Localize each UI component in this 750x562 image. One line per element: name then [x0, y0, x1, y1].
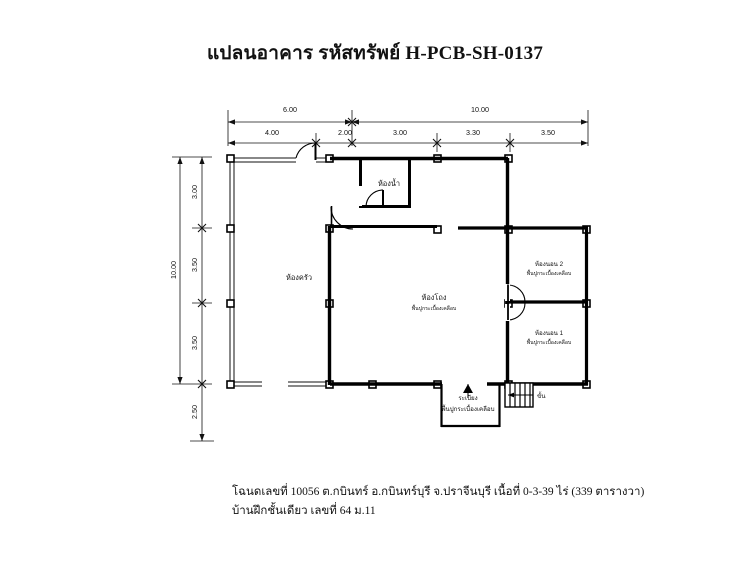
- kitchen-open-walls: [229, 157, 330, 387]
- room-sub-terrace: พื้นปูกระเบื้องเคลือบ: [441, 404, 494, 413]
- page-title: แปลนอาคาร รหัสทรัพย์ H-PCB-SH-0137: [0, 38, 750, 68]
- terrace-outline: [440, 384, 501, 428]
- dim-top-lower-1: 2.00: [338, 128, 352, 137]
- dim-left-inner-2: 3.50: [190, 336, 199, 350]
- door-hall-kitchen: [330, 206, 354, 230]
- dim-top-lower-2: 3.00: [393, 128, 407, 137]
- room-label-terrace: ระเบียง: [458, 394, 477, 402]
- caption-line-1: โฉนดเลขที่ 10056 ต.กบินทร์ อ.กบินทร์บุรี…: [232, 486, 645, 498]
- room-label-bedroom-1: ห้องนอน 1: [535, 329, 564, 337]
- dim-left-outer-0: 10.00: [169, 261, 178, 279]
- dim-left-inner-3: 2.50: [190, 405, 199, 419]
- door-kitchen-front: [295, 142, 317, 160]
- room-labels: ห้องครัว ห้องน้ำ ห้องโถง พื้นปูกระเบื้อง…: [286, 178, 571, 413]
- room-label-bathroom: ห้องน้ำ: [378, 178, 400, 188]
- dim-left-inner-1: 3.50: [190, 258, 199, 272]
- room-label-kitchen: ห้องครัว: [286, 273, 312, 282]
- top-dimension-chain: 6.00 10.00 4.00 2.00 3.00 3.30 3.50: [227, 105, 589, 152]
- room-sub-bedroom-1: พื้นปูกระเบื้องเคลือบ: [527, 338, 572, 346]
- room-label-hall: ห้องโถง: [422, 293, 447, 302]
- main-walls: [327, 156, 589, 386]
- dim-top-lower-4: 3.50: [541, 128, 555, 137]
- doors: [295, 142, 526, 321]
- left-dimension-chain: 10.00 3.00 3.50 3.50 2.50: [169, 156, 214, 442]
- door-bedroom-2: [507, 284, 526, 303]
- page-title-text: แปลนอาคาร รหัสทรัพย์ H-PCB-SH-0137: [206, 43, 544, 64]
- stair-label: ขั้น: [537, 391, 546, 400]
- room-sub-hall: พื้นปูกระเบื้องเคลือบ: [412, 304, 457, 312]
- dim-top-upper-0: 6.00: [283, 105, 297, 114]
- room-label-bedroom-2: ห้องนอน 2: [535, 260, 564, 268]
- dim-top-upper-1: 10.00: [471, 105, 489, 114]
- dim-left-inner-0: 3.00: [190, 185, 199, 199]
- room-sub-bedroom-2: พื้นปูกระเบื้องเคลือบ: [527, 269, 572, 277]
- staircase: [504, 382, 534, 408]
- dim-top-lower-0: 4.00: [265, 128, 279, 137]
- door-bathroom: [365, 189, 384, 208]
- caption-line-2: บ้านฝึกชั้นเดียว เลขที่ 64 ม.11: [232, 505, 376, 517]
- plan-caption: โฉนดเลขที่ 10056 ต.กบินทร์ อ.กบินทร์บุรี…: [232, 483, 732, 521]
- door-bedroom-1: [507, 302, 526, 321]
- dim-top-lower-3: 3.30: [466, 128, 480, 137]
